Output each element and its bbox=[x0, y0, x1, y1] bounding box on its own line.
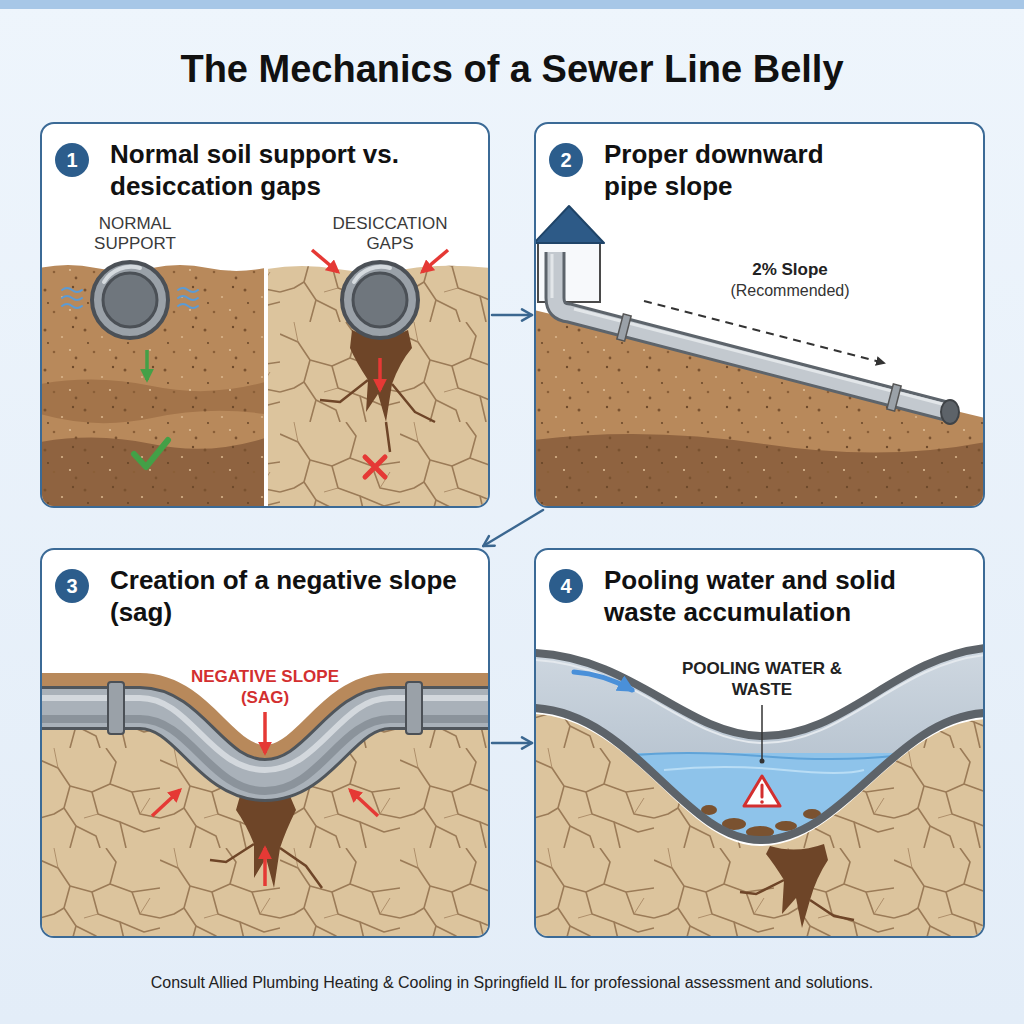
warning-symbol bbox=[744, 776, 780, 806]
step-number: 4 bbox=[560, 575, 571, 597]
step-number-badge: 1 bbox=[55, 143, 89, 177]
pipe-interior bbox=[534, 648, 985, 853]
step-panel: Normal soil support vs. desiccation gaps… bbox=[40, 122, 490, 508]
pressure-arrows bbox=[152, 712, 378, 886]
pipe-section bbox=[92, 262, 418, 338]
step-heading: Pooling water and solid waste accumulati… bbox=[604, 564, 974, 628]
divider bbox=[264, 210, 268, 508]
step-number-badge: 3 bbox=[55, 569, 89, 603]
step-number-badge: 2 bbox=[549, 143, 583, 177]
step-panel: Pooling water and solid waste accumulati… bbox=[534, 548, 985, 938]
leader-line bbox=[760, 705, 765, 764]
sag-illustration bbox=[40, 548, 490, 938]
step-panel: Proper downward pipe slope 2 bbox=[534, 122, 985, 508]
cracked-soil bbox=[267, 266, 490, 508]
sewer-pipe bbox=[552, 252, 959, 424]
flow-arrow bbox=[492, 314, 532, 317]
slope-illustration bbox=[534, 122, 985, 508]
flow-arrow bbox=[492, 742, 532, 745]
sagging-pipe bbox=[40, 682, 490, 791]
soil bbox=[40, 708, 490, 938]
flow-arrow bbox=[483, 510, 543, 546]
step-number: 3 bbox=[66, 575, 77, 597]
slope-arrow bbox=[644, 301, 884, 363]
flow-arrow bbox=[574, 672, 632, 690]
diagram-title: The Mechanics of a Sewer Line Belly bbox=[0, 46, 1024, 92]
caption-text: Consult Allied Plumbing Heating & Coolin… bbox=[12, 972, 1012, 994]
step-number-badge: 4 bbox=[549, 569, 583, 603]
step-number: 2 bbox=[560, 149, 571, 171]
step-heading: Normal soil support vs. desiccation gaps bbox=[110, 138, 480, 202]
step-panel: Creation of a negative slope (sag) 3 bbox=[40, 548, 490, 938]
step-heading: Proper downward pipe slope bbox=[604, 138, 854, 202]
top-bar bbox=[0, 0, 1024, 9]
step-heading: Creation of a negative slope (sag) bbox=[110, 564, 480, 628]
pressure-arrows bbox=[312, 250, 448, 477]
moisture-waves bbox=[62, 288, 198, 308]
step-number: 1 bbox=[66, 149, 77, 171]
normal-soil bbox=[40, 265, 265, 508]
support-marks bbox=[134, 350, 168, 467]
